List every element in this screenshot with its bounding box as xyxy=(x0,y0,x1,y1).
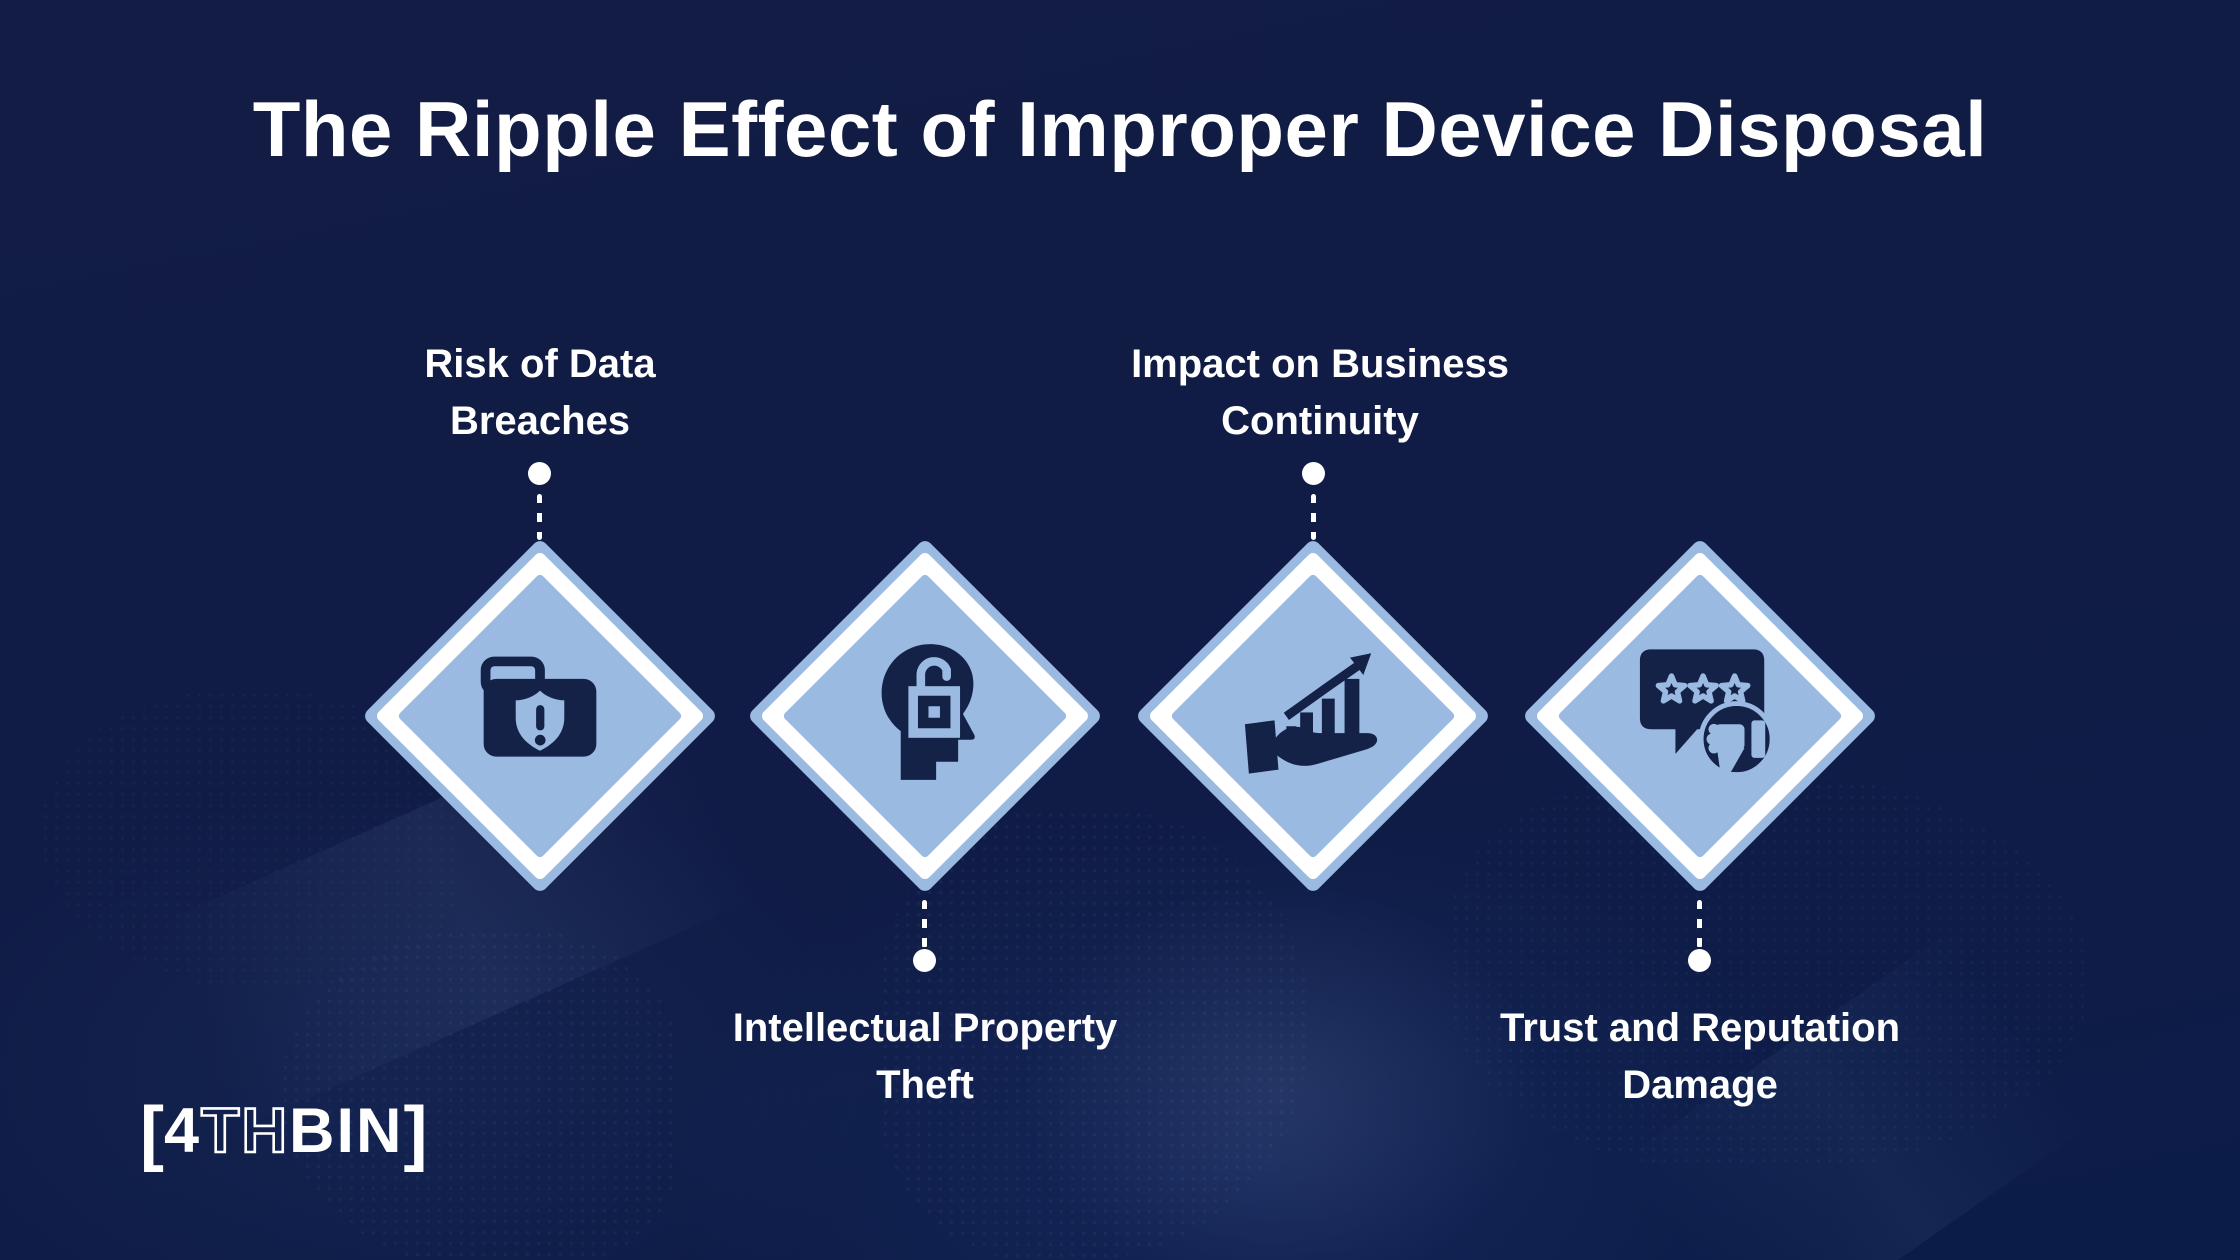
world-map-texture xyxy=(1450,770,2090,1170)
logo-bracket-right: ] xyxy=(403,1093,428,1173)
folder-shield-alert-icon xyxy=(460,630,620,790)
connector-dot xyxy=(1302,462,1325,485)
review-thumbs-down-icon xyxy=(1628,630,1788,790)
logo-outline-letters: TH xyxy=(200,1095,290,1168)
head-open-lock-icon xyxy=(848,632,1008,792)
hand-growth-chart-icon xyxy=(1233,628,1393,788)
connector-dot xyxy=(528,462,551,485)
logo-bracket-left: [ xyxy=(140,1093,164,1173)
connector-dashed-line xyxy=(1697,900,1702,948)
world-map-texture xyxy=(280,930,680,1260)
connector-dot xyxy=(913,949,936,972)
item-label: Impact on Business Continuity xyxy=(1131,342,1509,443)
item-label: Trust and Reputation Damage xyxy=(1500,1006,1900,1107)
item-label: Risk of Data Breaches xyxy=(424,342,656,443)
connector-dashed-line xyxy=(922,900,927,948)
page-title: The Ripple Effect of Improper Device Dis… xyxy=(252,85,1988,173)
connector-dashed-line xyxy=(537,494,542,540)
logo-solid-1: 4 xyxy=(163,1096,202,1166)
world-map-texture xyxy=(880,810,1310,1260)
logo-solid-2: BIN xyxy=(289,1096,404,1166)
fourthbin-logo: [4THBIN] xyxy=(140,1092,428,1174)
connector-dot xyxy=(1688,949,1711,972)
connector-dashed-line xyxy=(1311,494,1316,540)
item-label: Intellectual Property Theft xyxy=(732,1006,1118,1107)
